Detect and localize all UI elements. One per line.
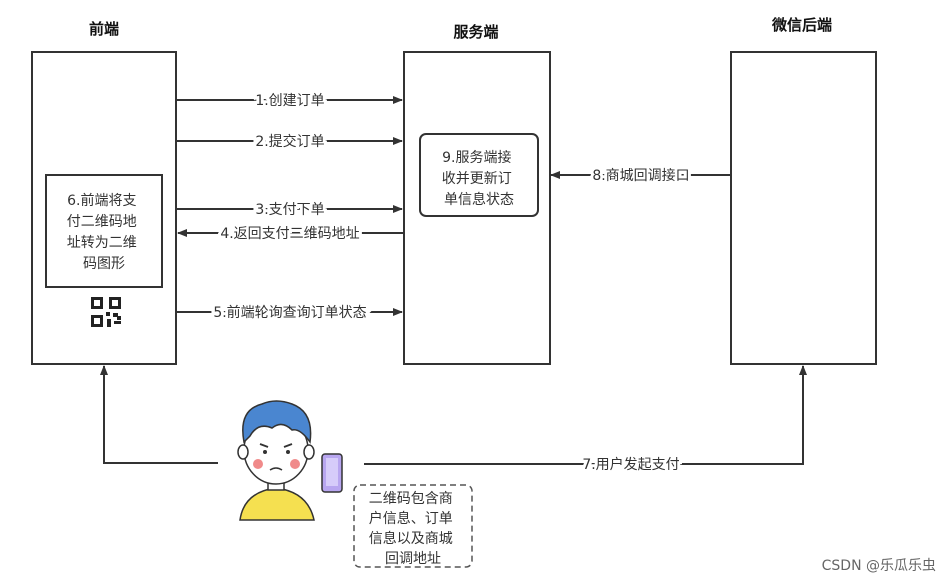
wechat-header: 微信后端 bbox=[771, 16, 832, 34]
arrow-label-submit-order: 2.提交订单 bbox=[255, 133, 324, 150]
qr-info-note-box bbox=[353, 484, 473, 568]
arrow-label-user-pay: 7.用户发起支付 bbox=[582, 456, 679, 473]
arrow-label-poll-order-status: 5.前端轮询查询订单状态 bbox=[213, 304, 366, 321]
watermark: CSDN @乐瓜乐虫 bbox=[822, 558, 936, 574]
frontend-header: 前端 bbox=[89, 20, 119, 38]
arrow-submit-order: 2.提交订单 bbox=[177, 130, 403, 153]
wechat-box bbox=[730, 51, 877, 365]
server-header: 服务端 bbox=[453, 23, 498, 41]
qr-info-note-text: 二维码包含商 户信息、订单 信息以及商城 回调地址 bbox=[369, 491, 457, 567]
frontend-note-text: 6.前端将支 付二维码地 址转为二维 码图形 bbox=[67, 192, 141, 272]
arrow-label-return-qr-url: 4.返回支付二维码地址 bbox=[220, 226, 359, 242]
arrow-label-mall-callback: 8.商城回调接口 bbox=[592, 167, 689, 184]
phone-icon bbox=[321, 453, 343, 493]
arrow-create-order: 1.创建订单 bbox=[177, 90, 403, 112]
arrow-user-pay: 7.用户发起支付 bbox=[364, 365, 807, 476]
arrow-label-create-order: 1.创建订单 bbox=[255, 93, 324, 109]
arrow-mall-callback: 8.商城回调接口 bbox=[550, 164, 730, 187]
frontend-note-box bbox=[45, 174, 163, 288]
arrow-user-to-frontend bbox=[100, 365, 218, 464]
arrow-pay-order: 3.支付下单 bbox=[177, 199, 403, 221]
qr-code-icon bbox=[91, 297, 121, 327]
user-avatar-icon bbox=[237, 400, 315, 521]
arrow-return-qr-url: 4.返回支付二维码地址 bbox=[177, 223, 403, 245]
arrow-poll-order-status: 5.前端轮询查询订单状态 bbox=[177, 301, 403, 324]
arrow-label-pay-order: 3.支付下单 bbox=[255, 202, 324, 218]
server-note-text: 9.服务端接 收并更新订 单信息状态 bbox=[442, 149, 516, 208]
server-note-box bbox=[419, 133, 539, 217]
